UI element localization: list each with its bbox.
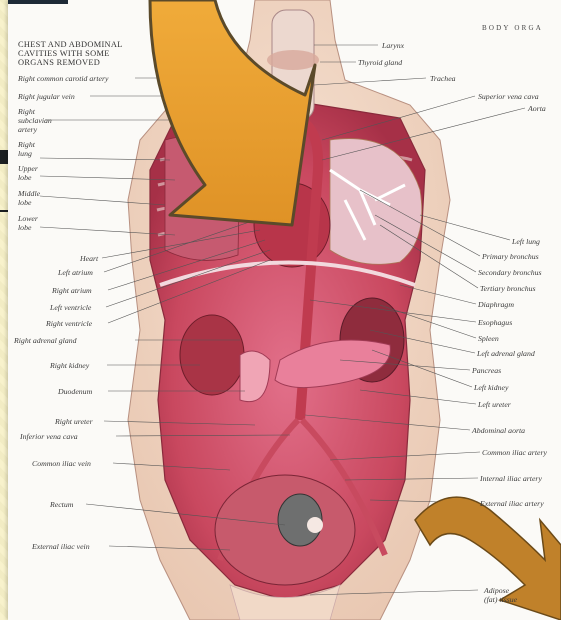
label-abdominal-aorta: Abdominal aorta: [472, 426, 525, 435]
right-kidney: [180, 315, 244, 395]
label-right-ventricle: Right ventricle: [46, 319, 92, 328]
label-internal-iliac-artery: Internal iliac artery: [480, 474, 542, 483]
label-primary-bronchus: Primary bronchus: [482, 252, 539, 261]
label-middle-lobe: Middle lobe: [18, 189, 40, 207]
label-lower-lobe: Lower lobe: [18, 214, 38, 232]
label-diaphragm: Diaphragm: [478, 300, 514, 309]
label-trachea: Trachea: [430, 74, 456, 83]
thyroid: [267, 50, 319, 70]
label-thyroid-gland: Thyroid gland: [358, 58, 402, 67]
label-left-kidney: Left kidney: [474, 383, 508, 392]
label-left-adrenal-gland: Left adrenal gland: [477, 349, 535, 358]
label-heart: Heart: [80, 254, 98, 263]
label-pancreas: Pancreas: [472, 366, 501, 375]
label-left-lung: Left lung: [512, 237, 540, 246]
label-tertiary-bronchus: Tertiary bronchus: [480, 284, 536, 293]
label-right-jugular-vein: Right jugular vein: [18, 92, 75, 101]
label-superior-vena-cava: Superior vena cava: [478, 92, 539, 101]
label-adipose-tissue: Adipose (fat) tissue: [484, 586, 517, 604]
label-rectum: Rectum: [50, 500, 73, 509]
rectum-lumen: [307, 517, 323, 533]
label-upper-lobe: Upper lobe: [18, 164, 38, 182]
label-secondary-bronchus: Secondary bronchus: [478, 268, 542, 277]
label-left-atrium: Left atrium: [58, 268, 93, 277]
label-external-iliac-artery: External iliac artery: [480, 499, 544, 508]
label-larynx: Larynx: [382, 41, 404, 50]
label-right-kidney: Right kidney: [50, 361, 89, 370]
label-duodenum: Duodenum: [58, 387, 92, 396]
label-right-subclavian-artery: Right subclavian artery: [18, 107, 52, 134]
label-left-ureter: Left ureter: [478, 400, 511, 409]
label-common-iliac-artery: Common iliac artery: [482, 448, 547, 457]
label-right-adrenal-gland: Right adrenal gland: [14, 336, 77, 345]
label-left-ventricle: Left ventricle: [50, 303, 91, 312]
label-aorta: Aorta: [528, 104, 546, 113]
label-spleen: Spleen: [478, 334, 499, 343]
label-right-atrium: Right atrium: [52, 286, 92, 295]
label-right-lung: Right lung: [18, 140, 35, 158]
label-inferior-vena-cava: Inferior vena cava: [20, 432, 78, 441]
label-esophagus: Esophagus: [478, 318, 512, 327]
label-right-ureter: Right ureter: [55, 417, 93, 426]
label-external-iliac-vein: External iliac vein: [32, 542, 90, 551]
label-common-iliac-vein: Common iliac vein: [32, 459, 91, 468]
label-right-common-carotid-artery: Right common carotid artery: [18, 74, 108, 83]
